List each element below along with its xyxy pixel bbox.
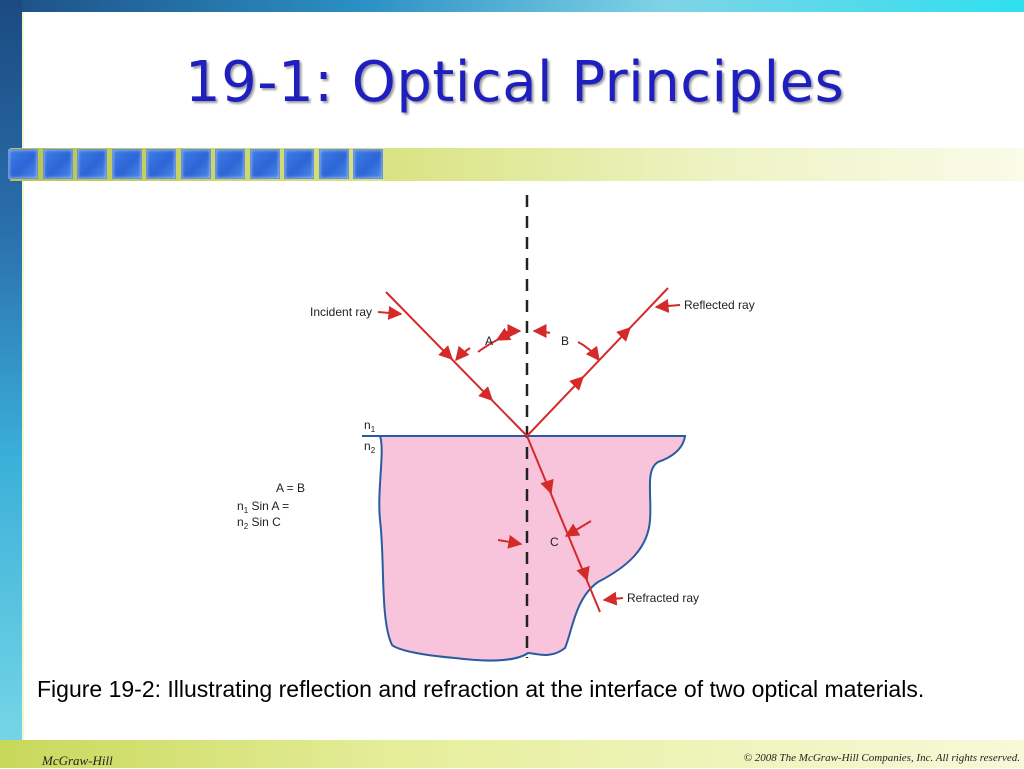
- n2-label: n2: [364, 439, 376, 455]
- accent-bar: [10, 148, 1024, 181]
- decorative-square: [180, 149, 211, 179]
- slide-title: 19-1: Optical Principles: [185, 50, 845, 115]
- incident-ray: [385, 291, 528, 437]
- refracted-ray-arrow: [540, 478, 554, 495]
- decorative-square: [249, 149, 280, 179]
- angle-a-arc: [502, 324, 522, 339]
- angle-c-arrow: [564, 520, 592, 537]
- reflected-ray: [526, 287, 669, 437]
- angle-c-arrow: [497, 534, 523, 549]
- angle-b-label: B: [561, 334, 569, 348]
- incident-ray-label: Incident ray: [310, 305, 372, 319]
- decorative-square: [353, 149, 383, 179]
- decorative-square: [77, 149, 107, 179]
- decorative-square: [42, 149, 73, 179]
- lower-material: [362, 435, 687, 662]
- footer-bar: [0, 740, 1024, 768]
- frame-top-bar: [0, 0, 1024, 12]
- decorative-square: [318, 149, 349, 179]
- decorative-square: [215, 149, 245, 179]
- angle-c-label: C: [550, 535, 559, 549]
- angle-a-arc: [455, 345, 471, 362]
- angle-b-arc: [577, 341, 600, 362]
- incident-ray-arrow: [478, 386, 493, 401]
- incident-ray-arrow: [438, 345, 453, 360]
- figure-caption: Figure 19-2: Illustrating reflection and…: [37, 676, 925, 702]
- refracted-ray-label: Refracted ray: [627, 591, 699, 605]
- decorative-square: [146, 149, 176, 179]
- decorative-square: [284, 149, 314, 179]
- decorative-square: [8, 149, 38, 179]
- reflected-ray-arrow: [616, 327, 631, 342]
- angle-a-arc: [495, 327, 517, 341]
- reflected-ray-arrow: [569, 376, 584, 391]
- refracted-ray: [526, 435, 601, 613]
- decorative-square: [111, 149, 142, 179]
- reflected-label-pointer: [654, 298, 681, 313]
- equation-line-2: n1 Sin A =: [237, 499, 289, 515]
- footer-publisher: McGraw-Hill: [42, 753, 113, 768]
- frame-inner-left-line: [22, 12, 24, 748]
- n1-label: n1: [364, 418, 376, 434]
- frame-left-bar: [0, 0, 22, 768]
- decorative-squares: [8, 149, 388, 180]
- equation-line-3: n2 Sin C: [237, 515, 281, 531]
- refracted-label-pointer: [602, 591, 624, 606]
- reflected-ray-label: Reflected ray: [684, 298, 755, 312]
- angle-a-label: A: [485, 334, 493, 348]
- equation-line-1: A = B: [276, 481, 305, 495]
- footer-copyright: © 2008 The McGraw-Hill Companies, Inc. A…: [743, 752, 1020, 764]
- angle-a-arc: [477, 339, 498, 353]
- incident-label-pointer: [377, 305, 403, 320]
- refracted-ray-arrow: [576, 565, 590, 582]
- angle-b-arc: [532, 324, 551, 339]
